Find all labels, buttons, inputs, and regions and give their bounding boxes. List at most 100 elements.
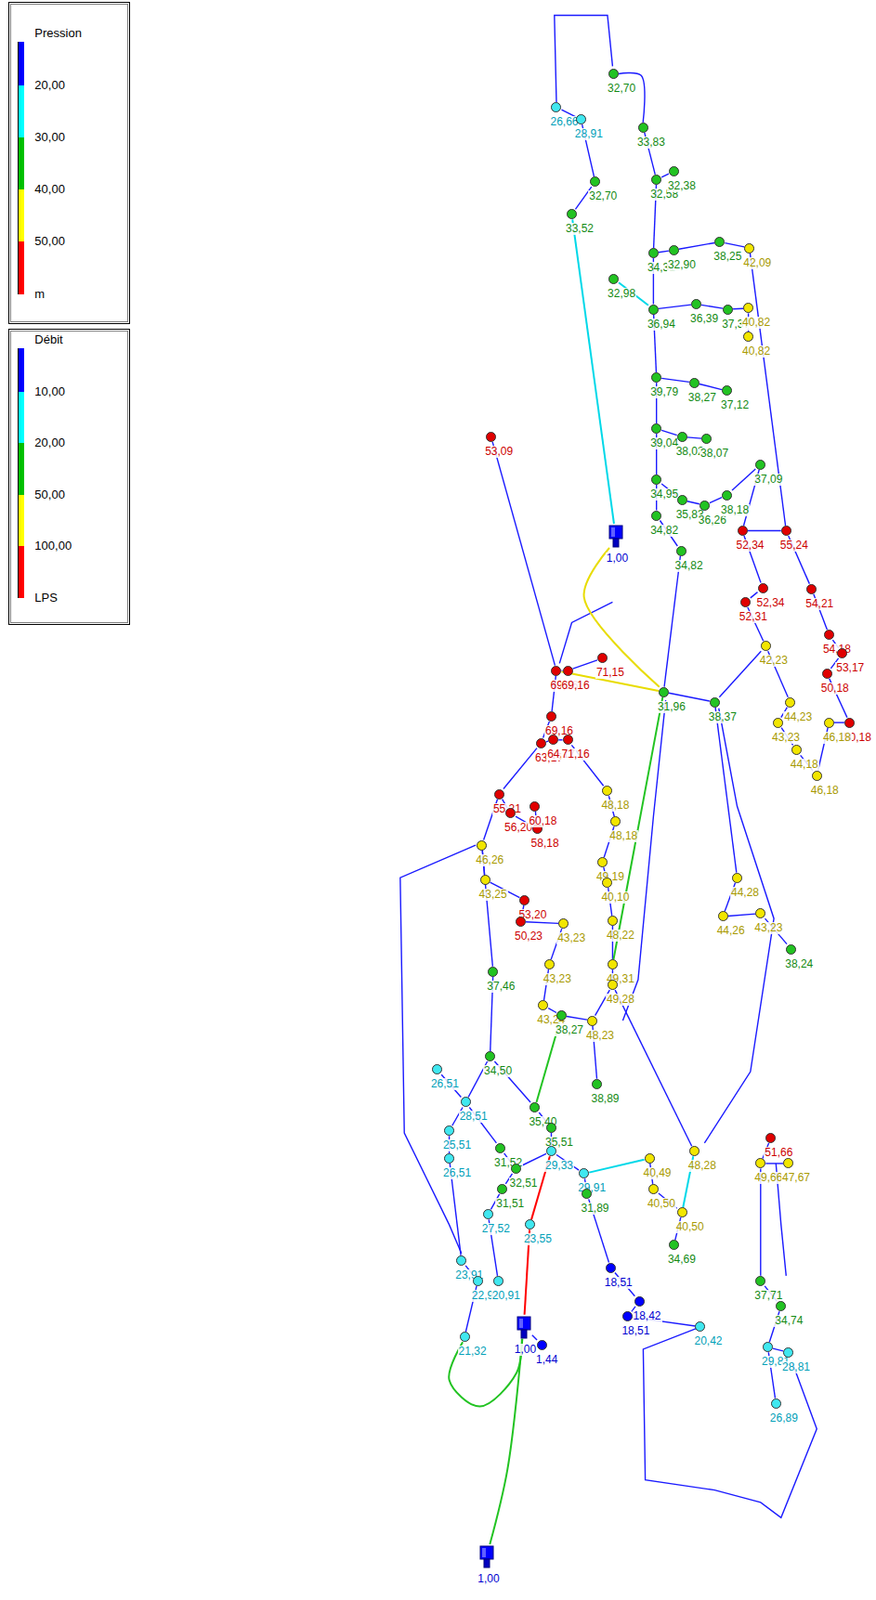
pressure-value: 34,95 xyxy=(649,488,680,501)
legend-swatch xyxy=(17,392,25,444)
pipe-connector xyxy=(492,442,555,667)
pipe-line xyxy=(642,1327,817,1519)
pipe-connector xyxy=(772,1348,784,1352)
pipe-connector xyxy=(759,1168,761,1276)
junction-node: 1,44 xyxy=(536,1340,548,1351)
pressure-value: 38,37 xyxy=(707,711,738,724)
junction-node: 47,67 xyxy=(783,1158,794,1169)
pressure-value: 18,51 xyxy=(603,1277,634,1290)
junction-node: 53,20 xyxy=(519,895,530,906)
pressure-value: 1,44 xyxy=(535,1354,559,1367)
legend-label: 20,00 xyxy=(34,435,66,450)
pressure-value: 43,25 xyxy=(478,889,509,902)
junction-node: 37,46 xyxy=(487,967,498,978)
junction-node: 23,55 xyxy=(524,1219,536,1230)
pressure-value: 32,98 xyxy=(606,287,637,301)
pipe-connector xyxy=(613,697,663,960)
junction-node: 18,42 xyxy=(634,1296,645,1308)
pressure-value: 33,52 xyxy=(564,222,595,236)
junction-node: 34,31 xyxy=(648,248,659,259)
tank-symbol: 1,00 xyxy=(478,1544,496,1569)
junction-node: 26,51 xyxy=(431,1064,443,1075)
pressure-value: 71,16 xyxy=(561,748,591,761)
pipe-connector xyxy=(566,1016,588,1020)
pressure-value: 29,33 xyxy=(544,1160,575,1173)
junction-node: 28,51 xyxy=(460,1097,471,1108)
pressure-value: 40,82 xyxy=(741,316,772,329)
pipe-connector xyxy=(749,253,785,526)
pressure-value: 43,23 xyxy=(556,932,587,945)
pressure-value: 37,46 xyxy=(485,980,516,994)
junction-node: 31,52 xyxy=(495,1143,506,1154)
junction-node: 39,79 xyxy=(651,372,662,383)
pressure-value: 40,82 xyxy=(741,345,772,358)
junction-node: 28,81 xyxy=(783,1347,794,1359)
tank-body xyxy=(609,525,623,539)
junction-node: 44,18 xyxy=(791,745,802,756)
pipe-connector xyxy=(732,307,744,310)
legend-box xyxy=(8,1,131,325)
junction-node: 46,18 xyxy=(823,718,835,729)
junction-node: 32,98 xyxy=(608,274,619,285)
legend-label: 50,00 xyxy=(34,234,66,249)
pressure-value: 31,96 xyxy=(656,701,687,714)
junction-node: 22,91 xyxy=(472,1276,484,1287)
junction-node: 53,09 xyxy=(485,431,497,443)
pressure-value: 20,42 xyxy=(692,1335,723,1348)
junction-node: 28,91 xyxy=(575,114,587,125)
junction-node: 69,16 xyxy=(546,711,557,722)
tank-icon xyxy=(607,523,625,549)
pipe-connector xyxy=(728,914,757,916)
junction-node: 34,82 xyxy=(651,510,662,522)
junction-node: 38,25 xyxy=(714,236,725,248)
pressure-value: 28,51 xyxy=(458,1111,489,1124)
junction-node: 44,26 xyxy=(718,911,729,922)
legend-label: 20,00 xyxy=(34,78,66,92)
junction-node: 52,34 xyxy=(758,583,769,594)
pressure-value: 28,81 xyxy=(781,1361,811,1374)
pressure-value: 31,89 xyxy=(579,1202,610,1216)
pipe-connector xyxy=(687,437,702,439)
junction-node: 48,18 xyxy=(610,816,621,827)
pressure-value: 48,23 xyxy=(585,1030,615,1043)
pipe-connector xyxy=(664,556,680,688)
junction-node: 31,89 xyxy=(581,1189,592,1200)
pipe-connector xyxy=(525,922,559,925)
junction-node: 32,70 xyxy=(589,176,601,187)
junction-node: 63,17 xyxy=(536,738,547,749)
junction-node: 38,37 xyxy=(709,697,720,708)
legend-label: 100,00 xyxy=(34,538,72,553)
junction-node: 40,82 xyxy=(743,331,754,342)
pressure-value: 46,18 xyxy=(822,732,852,745)
junction-node: 64,17 xyxy=(548,734,559,746)
junction-node: 38,89 xyxy=(591,1079,602,1090)
pressure-value: 34,74 xyxy=(773,1315,804,1328)
junction-node: 37,71 xyxy=(755,1276,766,1287)
legend-swatch xyxy=(17,546,25,599)
head-value: 1,00 xyxy=(513,1344,537,1357)
junction-node: 48,22 xyxy=(607,915,618,927)
junction-node: 43,23 xyxy=(755,908,766,919)
pipe-connector xyxy=(572,219,615,524)
pipe-connector xyxy=(724,243,745,248)
pressure-value: 32,90 xyxy=(666,259,697,272)
pressure-value: 52,34 xyxy=(756,597,786,610)
pipe-connector xyxy=(661,378,690,382)
pressure-value: 42,23 xyxy=(758,654,789,667)
pressure-value: 69,16 xyxy=(561,679,591,693)
junction-node: 29,33 xyxy=(546,1146,557,1157)
pressure-value: 51,66 xyxy=(763,1147,794,1160)
junction-node: 40,49 xyxy=(644,1153,655,1164)
junction-node: 50,23 xyxy=(515,916,526,928)
junction-node: 48,28 xyxy=(689,1146,700,1157)
pressure-value: 40,49 xyxy=(642,1167,673,1180)
junction-node: 38,18 xyxy=(721,490,733,501)
tank-shine xyxy=(611,527,615,537)
pressure-value: 38,07 xyxy=(699,447,730,460)
pressure-value: 26,51 xyxy=(430,1078,460,1091)
tank-shine xyxy=(482,1548,486,1558)
pressure-value: 28,91 xyxy=(574,128,604,141)
pressure-value: 34,50 xyxy=(483,1065,513,1078)
pressure-value: 43,23 xyxy=(753,922,784,935)
